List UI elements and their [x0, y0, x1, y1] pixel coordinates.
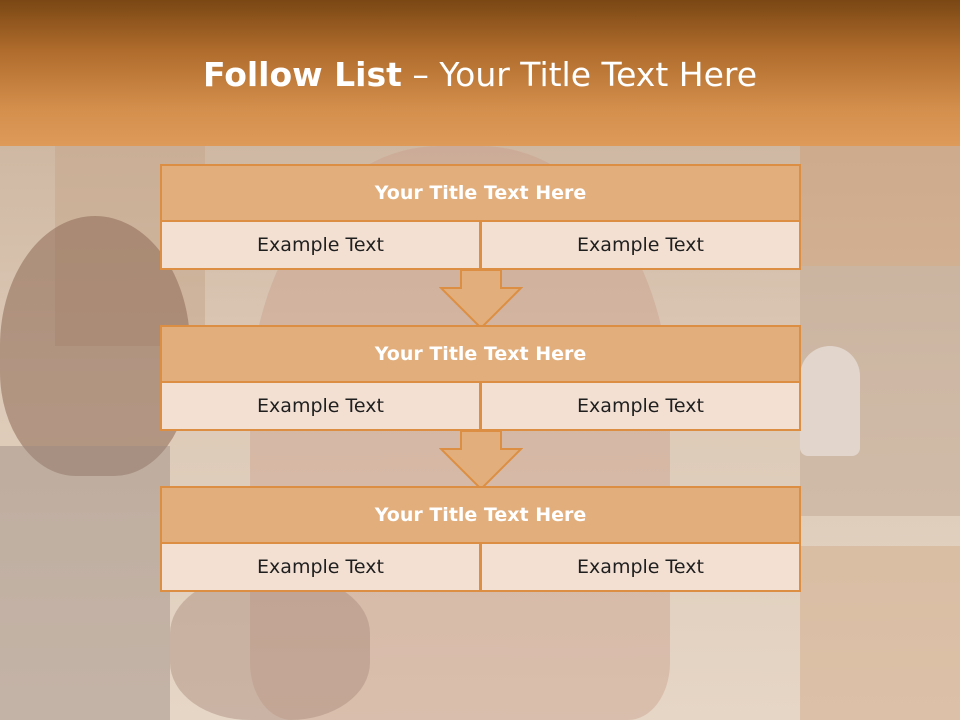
block-title: Your Title Text Here	[160, 325, 801, 383]
down-arrow-icon	[439, 431, 523, 491]
photo-hands	[170, 576, 370, 720]
block-cell-right: Example Text	[480, 381, 801, 431]
block-title: Your Title Text Here	[160, 486, 801, 544]
slide-title-rest: – Your Title Text Here	[401, 55, 758, 94]
block-title: Your Title Text Here	[160, 164, 801, 222]
down-arrow-icon	[439, 270, 523, 330]
slide-title: Follow List – Your Title Text Here	[0, 55, 960, 95]
photo-cabinet-right	[800, 146, 960, 266]
photo-boy-head	[0, 216, 190, 476]
block-cell-left: Example Text	[160, 220, 481, 270]
block-cell-right: Example Text	[480, 542, 801, 592]
slide-title-bold: Follow List	[202, 55, 402, 94]
list-block-3: Your Title Text Here Example Text Exampl…	[160, 486, 801, 592]
list-block-1: Your Title Text Here Example Text Exampl…	[160, 164, 801, 272]
photo-cabinet-bottom-right	[800, 546, 960, 720]
block-cell-left: Example Text	[160, 381, 481, 431]
slide-header-banner: Follow List – Your Title Text Here	[0, 0, 960, 146]
list-block-2: Your Title Text Here Example Text Exampl…	[160, 325, 801, 433]
photo-kettle	[800, 346, 860, 456]
block-cell-left: Example Text	[160, 542, 481, 592]
photo-boy-shirt	[0, 446, 170, 720]
block-cell-right: Example Text	[480, 220, 801, 270]
